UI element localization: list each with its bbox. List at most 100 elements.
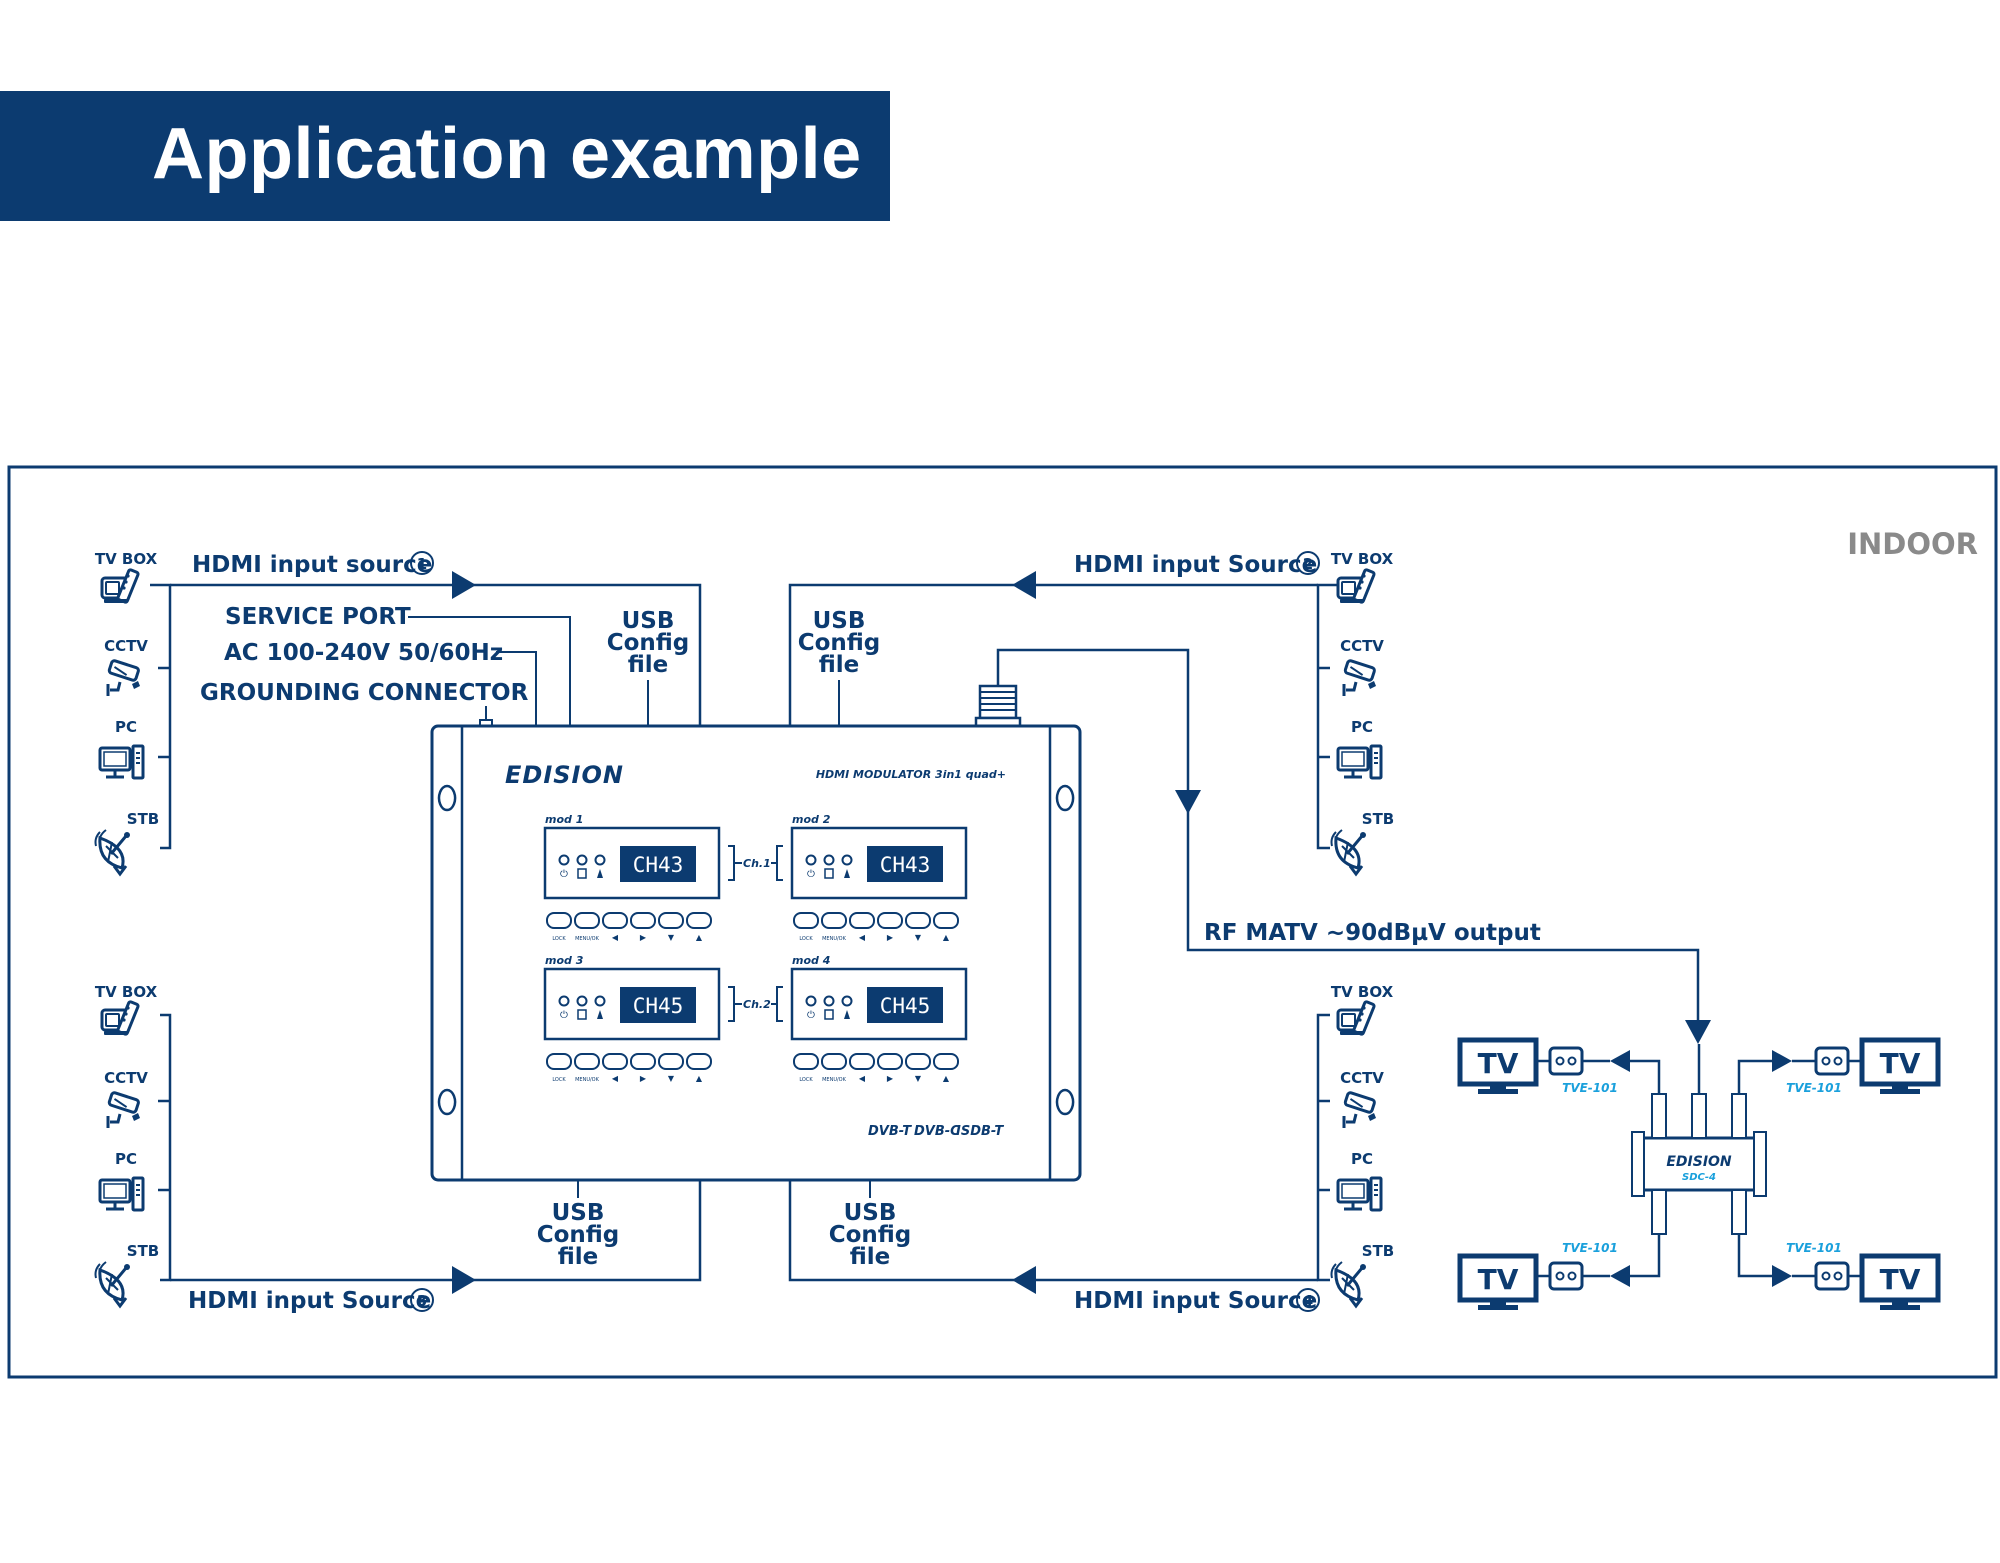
button-legend-label: MENU/OK xyxy=(822,1077,846,1083)
hdmi4-arrow xyxy=(1012,1266,1036,1294)
pc-label: PC xyxy=(1351,718,1373,736)
ch1-label: Ch.1 xyxy=(743,857,771,870)
outlet-icon xyxy=(1548,1261,1584,1291)
splitter-brand: EDISION xyxy=(1666,1154,1732,1170)
button-legend-label: ▲ xyxy=(696,1074,703,1083)
pc-icon xyxy=(1336,1176,1383,1212)
outlet-icon xyxy=(1548,1046,1584,1076)
usb-config-bottom-left: USB Config file xyxy=(537,1180,620,1270)
splitter-distribution: EDISION SDC-4 TV TVE-101 xyxy=(1460,1040,1938,1310)
svg-text:1: 1 xyxy=(417,555,427,573)
button-legend-label: MENU/OK xyxy=(822,936,846,942)
svg-text:TV: TV xyxy=(1478,1263,1519,1296)
pc-icon xyxy=(1336,744,1383,780)
button-legend-label: ▲ xyxy=(943,1074,950,1083)
svg-text:2: 2 xyxy=(1303,555,1313,573)
button-legend-label: ▼ xyxy=(915,933,922,942)
button-legend-label: ◀ xyxy=(859,1074,866,1083)
hdmi1-arrow xyxy=(452,571,476,599)
hdmi4-label: HDMI input Source xyxy=(1074,1288,1317,1314)
pc-label: PC xyxy=(115,718,137,736)
tv-top-left: TV TVE-101 xyxy=(1460,1040,1618,1095)
button-legend-label: ▶ xyxy=(640,1074,647,1083)
cctv-label: CCTV xyxy=(104,637,148,655)
standard-isdbt: ISDB-T xyxy=(956,1124,1004,1139)
device-model: HDMI MODULATOR 3in1 quad+ xyxy=(816,768,1006,781)
hdmi2-arrow xyxy=(1012,571,1036,599)
button-legend-label: LOCK xyxy=(799,936,813,942)
usb-config-bottom-right: USB Config file xyxy=(829,1180,912,1270)
pc-label: PC xyxy=(1351,1150,1373,1168)
outlet-icon xyxy=(1814,1046,1850,1076)
hdmi1-label: HDMI input source xyxy=(192,552,432,578)
svg-text:mod 3: mod 3 xyxy=(545,954,584,967)
standard-dvbt: DVB-T xyxy=(868,1124,912,1139)
number-badge-3: 3 xyxy=(410,1288,434,1312)
module-1-display xyxy=(620,846,696,882)
svg-text:file: file xyxy=(819,652,860,678)
tvbox-icon xyxy=(1336,567,1377,605)
module-2-display-text: CH43 xyxy=(880,853,931,877)
outlet-icon xyxy=(1814,1261,1850,1291)
cctv-icon xyxy=(106,1090,142,1130)
ch2-label: Ch.2 xyxy=(743,998,771,1011)
svg-text:Config: Config xyxy=(798,630,881,656)
button-legend-label: LOCK xyxy=(799,1077,813,1083)
svg-text:mod 4: mod 4 xyxy=(792,954,830,967)
stb-label: STB xyxy=(1362,1242,1394,1260)
svg-text:USB: USB xyxy=(622,608,675,634)
svg-text:TVE-101: TVE-101 xyxy=(1562,1241,1618,1255)
module-4-display-text: CH45 xyxy=(880,994,931,1018)
button-legend-label: ▼ xyxy=(668,1074,675,1083)
ac-power-label: AC 100-240V 50/60Hz xyxy=(224,640,503,666)
button-legend-label: LOCK xyxy=(552,1077,566,1083)
stb-icon xyxy=(1330,1260,1368,1308)
svg-text:mod 1: mod 1 xyxy=(545,813,583,826)
button-legend-label: ▼ xyxy=(915,1074,922,1083)
button-legend-label: ▲ xyxy=(943,933,950,942)
button-legend-label: ▶ xyxy=(640,933,647,942)
svg-text:file: file xyxy=(850,1244,891,1270)
source-group-4: TV BOX CCTV PC STB xyxy=(1316,983,1394,1308)
svg-text:TVE-101: TVE-101 xyxy=(1562,1081,1618,1095)
svg-text:Config: Config xyxy=(829,1222,912,1248)
stb-icon xyxy=(94,1260,132,1308)
tvbox-label: TV BOX xyxy=(95,550,158,568)
pc-icon xyxy=(98,1176,145,1212)
tvbox-label: TV BOX xyxy=(1331,983,1394,1001)
svg-text:Config: Config xyxy=(537,1222,620,1248)
svg-text:TVE-101: TVE-101 xyxy=(1786,1241,1842,1255)
grounding-label: GROUNDING CONNECTOR xyxy=(200,680,529,706)
number-badge-1: 1 xyxy=(410,551,434,575)
pc-label: PC xyxy=(115,1150,137,1168)
hdmi2-label: HDMI input Source xyxy=(1074,552,1317,578)
indoor-label: INDOOR xyxy=(1847,527,1978,561)
tvbox-icon xyxy=(100,999,141,1037)
svg-text:TV: TV xyxy=(1880,1047,1921,1080)
rf-connector xyxy=(974,684,1022,729)
module-4: mod 4 CH45 xyxy=(790,954,968,1070)
tvbox-icon xyxy=(100,567,141,605)
tv-top-right: TV TVE-101 xyxy=(1786,1040,1938,1095)
cctv-label: CCTV xyxy=(1340,637,1384,655)
stb-label: STB xyxy=(1362,810,1394,828)
standard-dvbc: DVB-C xyxy=(914,1124,960,1139)
stb-icon xyxy=(1330,828,1368,876)
svg-text:USB: USB xyxy=(844,1200,897,1226)
button-legend-label: LOCK xyxy=(552,936,566,942)
svg-text:mod 2: mod 2 xyxy=(792,813,831,826)
service-port-label: SERVICE PORT xyxy=(225,604,411,630)
cctv-icon xyxy=(1342,1090,1378,1130)
svg-text:USB: USB xyxy=(813,608,866,634)
usb-config-top-right: USB Config file xyxy=(798,608,881,726)
stb-label: STB xyxy=(127,810,159,828)
svg-text:file: file xyxy=(558,1244,599,1270)
button-legend-label: ◀ xyxy=(612,1074,619,1083)
module-1: mod 1 CH43 xyxy=(543,813,721,929)
button-legend-label: ▶ xyxy=(887,1074,894,1083)
hdmi3-arrow xyxy=(452,1266,476,1294)
svg-text:TVE-101: TVE-101 xyxy=(1786,1081,1842,1095)
button-legend-label: ◀ xyxy=(612,933,619,942)
device-brand: EDISION xyxy=(505,761,624,789)
